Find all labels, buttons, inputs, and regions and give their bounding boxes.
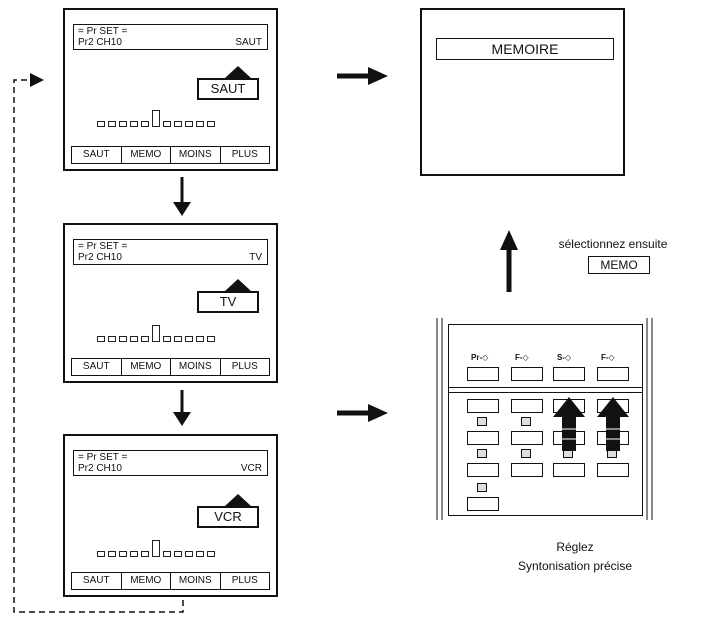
header-title: = Pr SET = xyxy=(78,452,128,463)
caption-line1: Réglez xyxy=(556,540,594,554)
pointer-triangle-icon xyxy=(225,494,251,506)
remote-control: Pr-◇ F-◇ S-◇ F-◇ xyxy=(433,318,656,520)
label-pr-minus: Pr-◇ xyxy=(471,353,489,362)
tuning-bar xyxy=(97,325,215,342)
tuning-bar xyxy=(97,540,215,557)
remote-button[interactable] xyxy=(553,367,585,381)
menu-moins[interactable]: MOINS xyxy=(171,359,221,375)
remote-button[interactable] xyxy=(467,497,499,511)
tv-screen-tv: = Pr SET = Pr2 CH10 TV TV SAUT MEMO MOIN… xyxy=(63,223,278,383)
mode-tag: SAUT xyxy=(197,78,259,100)
menu-saut[interactable]: SAUT xyxy=(72,573,122,589)
remote-panel: Pr-◇ F-◇ S-◇ F-◇ xyxy=(448,324,643,516)
menu-moins[interactable]: MOINS xyxy=(171,147,221,163)
menu-bar: SAUT MEMO MOINS PLUS xyxy=(71,358,270,376)
memo-button-label: MEMO xyxy=(588,256,650,274)
instruction-text: sélectionnez ensuite xyxy=(558,237,668,251)
remote-button[interactable] xyxy=(511,431,543,445)
function-icon xyxy=(477,417,487,426)
menu-memo[interactable]: MEMO xyxy=(122,573,171,589)
right-arrow-bottom-head xyxy=(368,404,388,422)
menu-moins[interactable]: MOINS xyxy=(171,573,221,589)
tv-screen-vcr: = Pr SET = Pr2 CH10 VCR VCR SAUT MEMO MO… xyxy=(63,434,278,597)
remote-button[interactable] xyxy=(511,463,543,477)
header-channel: Pr2 CH10 xyxy=(78,463,122,474)
remote-button[interactable] xyxy=(467,367,499,381)
remote-frame xyxy=(436,318,653,520)
menu-bar: SAUT MEMO MOINS PLUS xyxy=(71,572,270,590)
mode-tag: VCR xyxy=(197,506,259,528)
press-arrow-icon xyxy=(553,397,585,451)
remote-button[interactable] xyxy=(467,399,499,413)
loop-back-dashed-line xyxy=(13,79,184,613)
pointer-triangle-icon xyxy=(225,66,251,78)
menu-saut[interactable]: SAUT xyxy=(72,147,122,163)
function-icon xyxy=(521,417,531,426)
header-title: = Pr SET = xyxy=(78,26,128,37)
up-arrow-head xyxy=(500,230,518,250)
menu-memo[interactable]: MEMO xyxy=(122,147,171,163)
remote-button[interactable] xyxy=(597,367,629,381)
remote-button[interactable] xyxy=(597,463,629,477)
menu-saut[interactable]: SAUT xyxy=(72,359,122,375)
tuning-cursor xyxy=(152,540,160,557)
function-icon xyxy=(521,449,531,458)
function-icon xyxy=(477,483,487,492)
header-channel: Pr2 CH10 xyxy=(78,37,122,48)
menu-plus[interactable]: PLUS xyxy=(231,361,258,372)
header-mode: SAUT xyxy=(235,37,262,48)
remote-button[interactable] xyxy=(467,431,499,445)
down-arrow-1-head xyxy=(173,202,191,216)
menu-bar: SAUT MEMO MOINS PLUS xyxy=(71,146,270,164)
remote-button[interactable] xyxy=(553,463,585,477)
down-arrow-2-head xyxy=(173,412,191,426)
label-f-minus-2: F-◇ xyxy=(601,353,615,362)
header-mode: TV xyxy=(249,252,262,263)
label-s-minus: S-◇ xyxy=(557,353,572,362)
menu-plus[interactable]: PLUS xyxy=(231,575,258,586)
menu-plus[interactable]: PLUS xyxy=(231,149,258,160)
function-icon xyxy=(477,449,487,458)
tuning-cursor xyxy=(152,110,160,127)
header-title: = Pr SET = xyxy=(78,241,128,252)
loop-back-arrowhead xyxy=(30,73,44,87)
tuning-cursor xyxy=(152,325,160,342)
screen-header: = Pr SET = Pr2 CH10 VCR xyxy=(73,450,268,476)
pointer-triangle-icon xyxy=(225,279,251,291)
remote-button[interactable] xyxy=(511,367,543,381)
mode-tag: TV xyxy=(197,291,259,313)
remote-button[interactable] xyxy=(511,399,543,413)
label-f-minus: F-◇ xyxy=(515,353,529,362)
caption-line2: Syntonisation précise xyxy=(517,559,633,573)
header-mode: VCR xyxy=(240,463,262,474)
tuning-bar xyxy=(97,110,215,127)
tv-screen-saut: = Pr SET = Pr2 CH10 SAUT SAUT SAUT MEMO … xyxy=(63,8,278,171)
remote-button[interactable] xyxy=(467,463,499,477)
memory-label: MEMOIRE xyxy=(436,38,614,60)
right-arrow-top-head xyxy=(368,67,388,85)
remote-divider xyxy=(449,387,642,393)
header-channel: Pr2 CH10 xyxy=(78,252,122,263)
memory-screen: MEMOIRE xyxy=(420,8,625,176)
menu-memo[interactable]: MEMO xyxy=(122,359,171,375)
screen-header: = Pr SET = Pr2 CH10 SAUT xyxy=(73,24,268,50)
press-arrow-icon xyxy=(597,397,629,451)
screen-header: = Pr SET = Pr2 CH10 TV xyxy=(73,239,268,265)
